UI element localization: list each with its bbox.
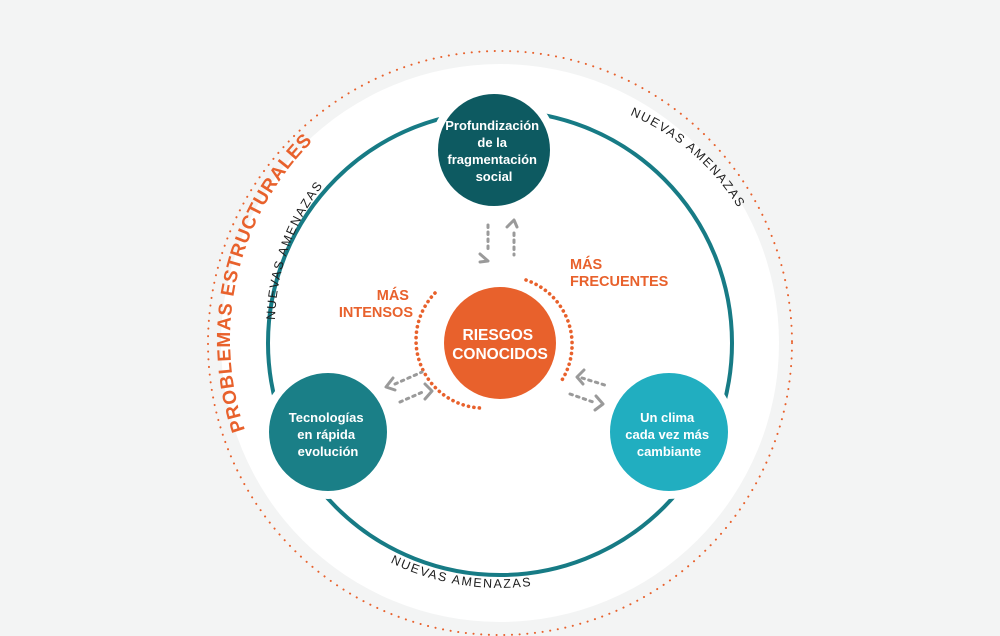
arrow-top-down-icon <box>478 223 490 264</box>
node-rapid-technologies-label: Tecnologías en rápida evolución <box>289 410 368 459</box>
arrow-left-out-icon <box>384 370 424 392</box>
node-social-fragmentation <box>430 86 558 214</box>
node-changing-climate <box>602 365 736 499</box>
center-dotted-arc-left <box>414 291 482 410</box>
arrow-right-out-icon <box>568 392 605 412</box>
label-more-intense: MÁS INTENSOS <box>339 287 413 321</box>
arrow-left-in-icon <box>398 382 434 404</box>
center-dotted-arc-right <box>524 278 574 382</box>
node-rapid-technologies <box>261 365 395 499</box>
center-circle <box>444 287 556 399</box>
node-changing-climate-label: Un clima cada vez más cambiante <box>625 410 712 459</box>
outer-dotted-ring <box>207 50 793 636</box>
arrow-right-in-icon <box>575 368 610 388</box>
label-more-frequent: MÁS FRECUENTES <box>570 256 669 290</box>
node-social-fragmentation-label: Profundización de la fragmentación socia… <box>445 118 543 184</box>
arrow-top-up-icon <box>505 218 519 257</box>
center-label: RIESGOS CONOCIDOS <box>452 327 548 363</box>
